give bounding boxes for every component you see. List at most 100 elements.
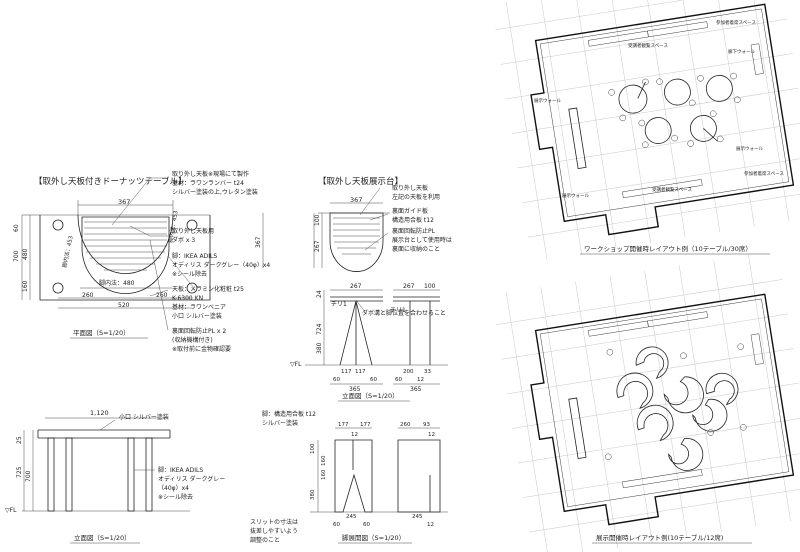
display-title: 【取外し天板展示台】 — [318, 176, 403, 187]
svg-text:60: 60 — [395, 377, 402, 383]
svg-text:160: 160 — [22, 280, 29, 292]
donut-elev-caption: 立面図（S=1/20） — [74, 533, 131, 542]
svg-text:参加者着席スペース: 参加者着席スペース — [744, 170, 784, 177]
display-section-caption: 脚展開図（S=1/20） — [342, 533, 405, 542]
svg-text:※シール除去: ※シール除去 — [172, 270, 207, 278]
svg-text:700: 700 — [25, 470, 32, 482]
svg-text:100: 100 — [310, 443, 316, 454]
svg-text:24: 24 — [316, 290, 323, 298]
svg-text:※取付前に金物確認要: ※取付前に金物確認要 — [172, 345, 231, 353]
svg-text:抜差しやすいよう: 抜差しやすいよう — [250, 527, 298, 535]
svg-text:展示台として使用時は: 展示台として使用時は — [392, 236, 452, 244]
donut-table-plan: 【取外し天板付きドーナッツテーブル】 367 60 700 480 160 — [13, 176, 211, 339]
svg-text:725: 725 — [16, 466, 23, 478]
display-stand-plan: 【取外し天板展示台】 367 100 267 367 取り外し天板 左記の天板を… — [255, 176, 452, 272]
svg-text:小口 シルバー塗装: 小口 シルバー塗装 — [119, 413, 169, 421]
svg-text:展示ウォール: 展示ウォール — [736, 145, 763, 152]
svg-text:100: 100 — [424, 283, 436, 290]
donut-plan-caption: 平面図（S=1/20） — [73, 329, 130, 337]
svg-text:245: 245 — [412, 514, 423, 520]
exhibition-layout-plan: 展示開催時レイアウト例(10テーブル/12席) — [496, 254, 800, 552]
svg-text:受講者観覧スペース: 受講者観覧スペース — [652, 186, 692, 193]
svg-text:380: 380 — [316, 342, 323, 354]
svg-text:367: 367 — [118, 198, 130, 206]
svg-text:K-6300 KN: K-6300 KN — [172, 295, 203, 302]
svg-text:480: 480 — [22, 248, 29, 260]
svg-text:脚内法：453: 脚内法：453 — [60, 234, 75, 268]
svg-text:160: 160 — [321, 455, 327, 466]
svg-text:367: 367 — [350, 196, 362, 204]
svg-text:520: 520 — [118, 302, 130, 309]
svg-text:裏面回転防止PL x 2: 裏面回転防止PL x 2 — [172, 327, 226, 335]
donut-notes: 取り外し天板※現場にて製作 基材：ラワンランバー t24 シルバー塗装の上,ウレ… — [111, 170, 270, 353]
donut-table-elevation: 1,120 25 725 700 ▽FL 小口 シルバー塗装 脚：IKEA AD… — [5, 409, 225, 544]
workshop-layout-caption: ワークショップ開催時レイアウト例（10テーブル/30席） — [584, 244, 752, 253]
svg-text:12: 12 — [427, 522, 434, 528]
svg-text:33: 33 — [424, 369, 431, 375]
svg-text:オディリス ダークグレー（40φ）x4: オディリス ダークグレー（40φ）x4 — [172, 261, 270, 269]
svg-text:取り外し天板用: 取り外し天板用 — [172, 227, 214, 235]
svg-text:構造用合板 t12: 構造用合板 t12 — [392, 216, 434, 224]
svg-text:▽FL: ▽FL — [290, 361, 302, 368]
svg-text:177: 177 — [338, 422, 349, 428]
svg-text:展示ウォール: 展示ウォール — [534, 97, 561, 104]
svg-text:267: 267 — [403, 283, 415, 290]
svg-text:脚：IKEA ADILS: 脚：IKEA ADILS — [172, 252, 217, 260]
svg-text:※シール除去: ※シール除去 — [158, 493, 193, 501]
svg-text:177: 177 — [360, 422, 371, 428]
svg-text:裏面回転防止PL: 裏面回転防止PL — [392, 227, 436, 235]
display-stand-elevation: 267 267 100 チリ1 チリ1 ▽FL 24 724 380 117 1… — [290, 283, 448, 402]
svg-text:脚：構造用合板 t12: 脚：構造用合板 t12 — [262, 410, 316, 418]
svg-text:245: 245 — [346, 514, 357, 520]
svg-text:60: 60 — [333, 377, 340, 383]
svg-text:93: 93 — [423, 422, 430, 428]
svg-text:117: 117 — [341, 369, 352, 375]
svg-text:700: 700 — [13, 250, 20, 262]
svg-text:380: 380 — [310, 489, 316, 500]
svg-text:裏面ガイド板: 裏面ガイド板 — [392, 207, 428, 215]
svg-text:12: 12 — [351, 432, 358, 438]
svg-text:260: 260 — [82, 292, 94, 299]
svg-text:724: 724 — [316, 323, 323, 335]
svg-text:(収納機構付き): (収納機構付き) — [172, 336, 213, 344]
svg-text:200: 200 — [403, 369, 414, 375]
svg-text:ダボ溝と脚位置を合わせること: ダボ溝と脚位置を合わせること — [362, 309, 446, 317]
svg-text:267: 267 — [350, 283, 362, 290]
svg-text:1,120: 1,120 — [90, 409, 109, 417]
svg-text:裏面に収納のこと: 裏面に収納のこと — [392, 245, 440, 253]
svg-text:267: 267 — [314, 240, 321, 252]
svg-text:（40φ）x4: （40φ）x4 — [158, 485, 189, 492]
svg-text:100: 100 — [314, 214, 321, 226]
svg-text:左記の天板を利用: 左記の天板を利用 — [392, 193, 440, 201]
svg-text:365: 365 — [410, 386, 422, 393]
svg-text:脚内法：480: 脚内法：480 — [99, 279, 135, 287]
svg-text:基材：ラワンベニア: 基材：ラワンベニア — [172, 303, 226, 311]
svg-text:60: 60 — [370, 377, 377, 383]
svg-text:取り外し天板※現場にて製作: 取り外し天板※現場にて製作 — [172, 170, 249, 178]
donut-title: 【取外し天板付きドーナッツテーブル】 — [34, 176, 187, 187]
svg-text:基材：ラワンランバー t24: 基材：ラワンランバー t24 — [172, 179, 244, 187]
svg-text:▽FL: ▽FL — [5, 507, 17, 514]
svg-text:受講者観覧スペース: 受講者観覧スペース — [628, 42, 668, 49]
svg-text:260: 260 — [400, 422, 411, 428]
svg-text:367: 367 — [255, 236, 262, 248]
svg-text:シルバー塗装の上,ウレタン塗装: シルバー塗装の上,ウレタン塗装 — [172, 188, 258, 196]
svg-text:スリットの寸法は: スリットの寸法は — [250, 518, 298, 526]
svg-text:60: 60 — [333, 522, 340, 528]
svg-text:25: 25 — [16, 436, 23, 444]
svg-text:チリ1: チリ1 — [390, 307, 406, 314]
svg-text:チリ1: チリ1 — [331, 301, 347, 308]
svg-text:シルバー塗装: シルバー塗装 — [262, 419, 298, 427]
workshop-layout-plan: 展示ウォール 展示ウォール 廊下ウォール 展示ウォール 受講者観覧スペース 受講… — [495, 0, 800, 260]
display-stand-leg-section: 脚：構造用合板 t12 シルバー塗装 177 12 177 260 93 12 … — [250, 410, 448, 544]
svg-text:展示ウォール: 展示ウォール — [562, 192, 589, 199]
svg-text:60: 60 — [363, 522, 370, 528]
svg-text:取り外し天板: 取り外し天板 — [392, 184, 428, 192]
svg-text:脚：IKEA ADILS: 脚：IKEA ADILS — [158, 466, 203, 474]
svg-text:12: 12 — [428, 432, 435, 438]
svg-text:参加者着席スペース: 参加者着席スペース — [716, 19, 756, 26]
svg-text:オディリス ダークグレー: オディリス ダークグレー — [158, 475, 225, 483]
svg-text:小口 シルバー塗装: 小口 シルバー塗装 — [172, 312, 222, 320]
svg-text:天板：メラミン化粧粧 t25: 天板：メラミン化粧粧 t25 — [172, 285, 244, 293]
